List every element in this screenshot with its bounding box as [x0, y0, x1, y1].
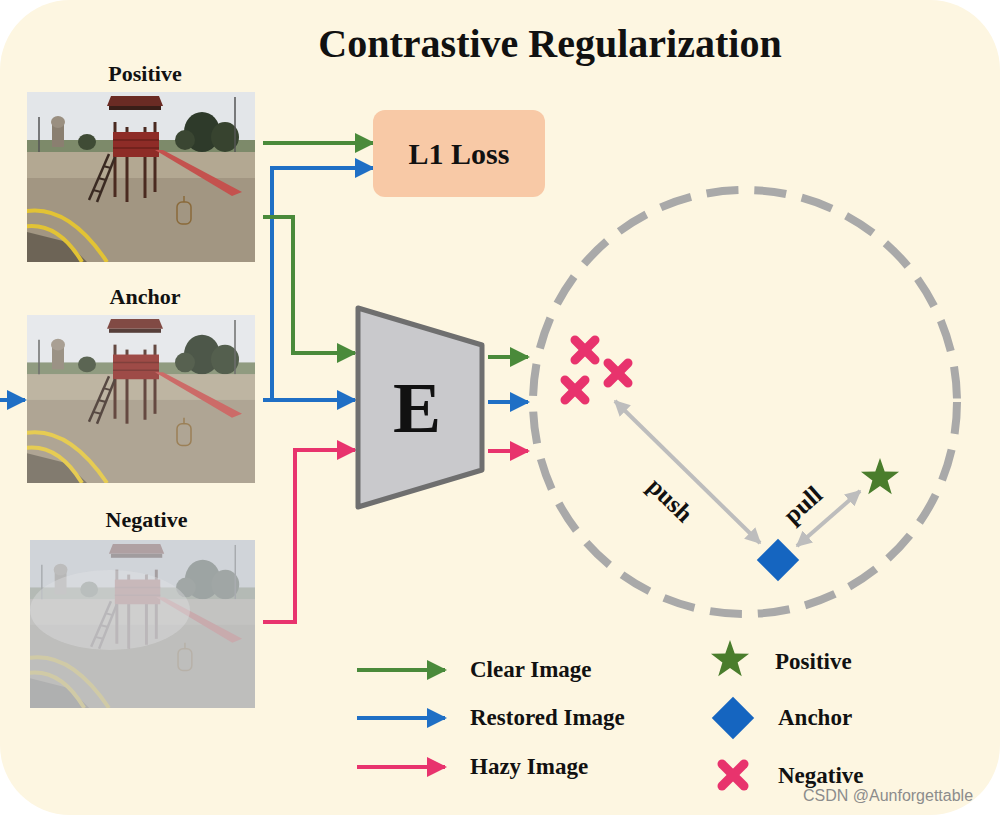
watermark: CSDN @Aunforgettable — [803, 787, 973, 805]
legend-text: Positive — [775, 649, 852, 675]
connector-arrow — [263, 450, 355, 622]
image-panel: Anchor — [27, 285, 263, 483]
legend-text: Negative — [778, 763, 864, 789]
image-panel: Negative — [30, 508, 263, 708]
image-heading: Anchor — [27, 285, 263, 309]
push-label: push — [642, 472, 698, 528]
encoder-label: E — [393, 370, 447, 446]
connector-arrow — [263, 398, 355, 402]
connector-arrow — [263, 141, 373, 145]
legend-text: Clear Image — [470, 657, 592, 683]
image-heading: Negative — [30, 508, 263, 532]
image-heading: Positive — [27, 62, 263, 86]
image-panel: Positive — [27, 62, 263, 262]
legend-text: Hazy Image — [470, 754, 588, 780]
encoder-trapezoid: E — [355, 305, 485, 510]
diagram-title: Contrastive Regularization — [150, 20, 950, 68]
legend-text: Anchor — [778, 705, 852, 731]
pull-label: pull — [778, 481, 828, 530]
loss-box: L1 Loss — [373, 110, 545, 197]
box-label: L1 Loss — [409, 137, 510, 171]
legend-text: Restored Image — [470, 705, 625, 731]
connector-arrow — [263, 217, 355, 353]
